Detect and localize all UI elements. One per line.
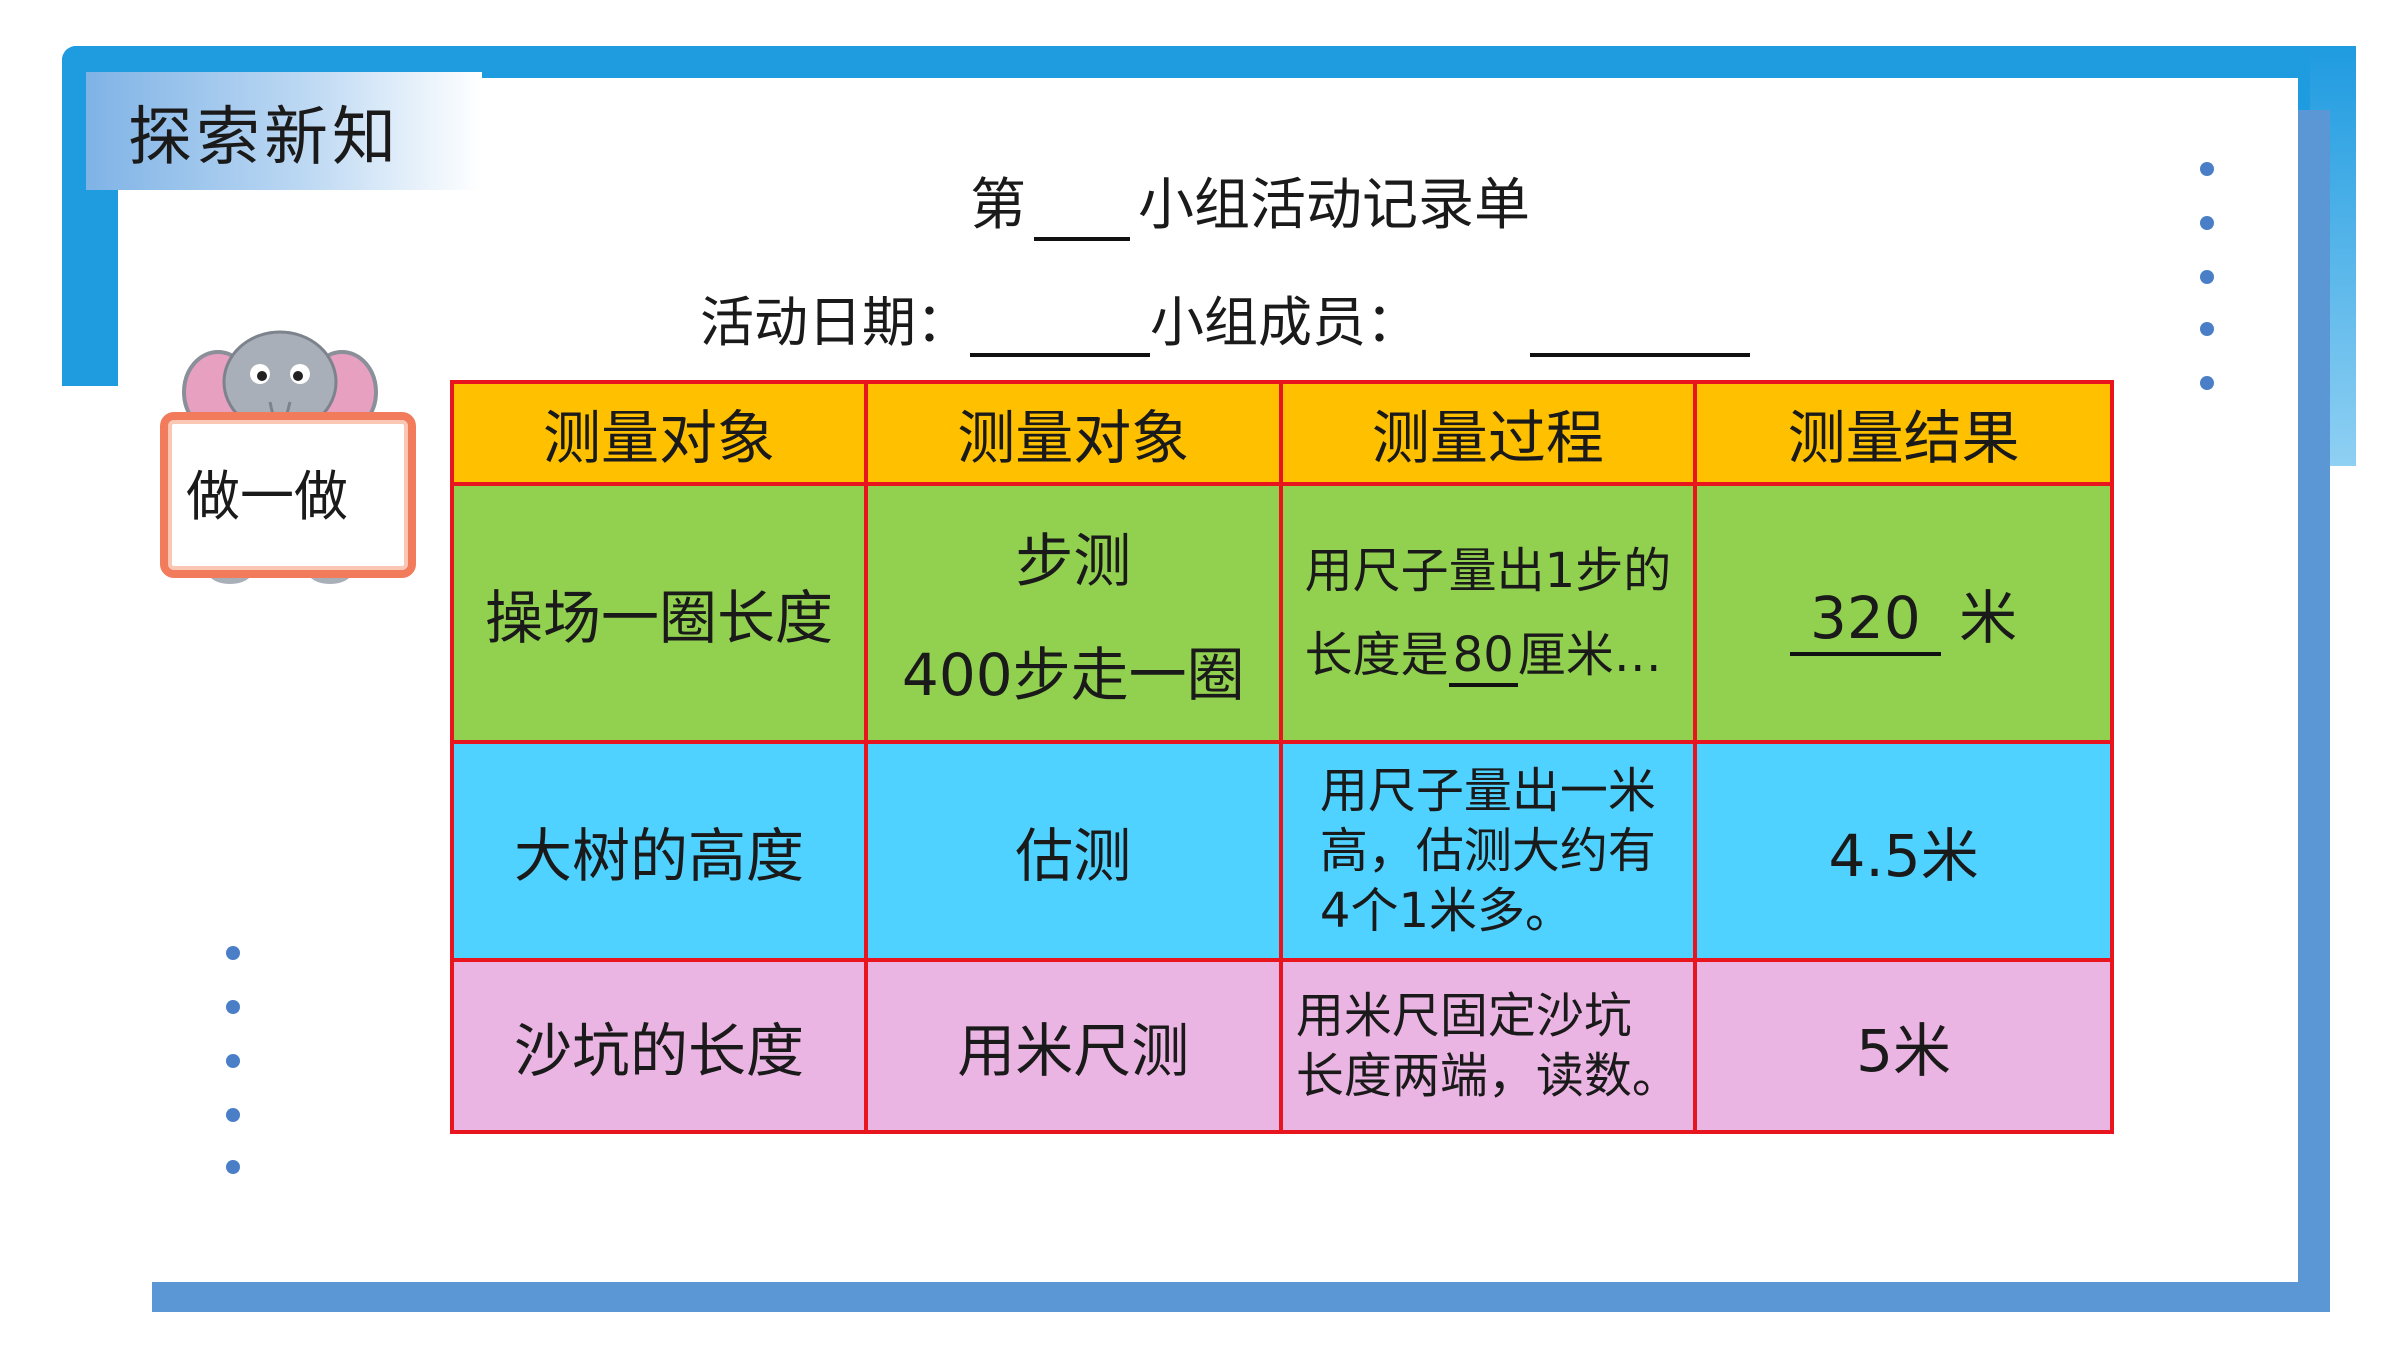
decor-dot: [226, 1160, 240, 1174]
decor-dot: [2200, 322, 2214, 336]
process-line: 用米尺固定沙坑: [1295, 988, 1632, 1044]
process-text: 用尺子量出一米 高，估测大约有 4个1米多。: [1320, 761, 1656, 941]
do-it-badge-label: 做一做: [186, 465, 348, 528]
header-cell: 测量过程: [1278, 380, 1698, 486]
do-it-badge: [160, 412, 416, 578]
object-cell: 沙坑的长度: [450, 958, 868, 1134]
process-line: 用尺子量出1步的: [1304, 543, 1672, 599]
members-blank: [1530, 303, 1750, 357]
sheet-title: 第 小组活动记录单: [970, 160, 1530, 241]
method-cell: 用米尺测: [863, 958, 1283, 1134]
result-cell: 5米: [1693, 958, 2114, 1134]
record-table: 测量对象 测量对象 测量过程 测量结果 操场一圈长度 步测 400步走一圈 用尺…: [450, 380, 2114, 1134]
process-text: 用尺子量出1步的 长度是80厘米…: [1304, 541, 1672, 687]
object-cell: 大树的高度: [450, 740, 868, 962]
header-cell: 测量结果: [1693, 380, 2114, 486]
method-cell: 估测: [863, 740, 1283, 962]
sheet-title-prefix: 第: [970, 173, 1026, 238]
decor-dot: [2200, 270, 2214, 284]
frame-shadow-bottom: [152, 1282, 2330, 1312]
table-row: 沙坑的长度 用米尺测 用米尺固定沙坑 长度两端，读数。 5米: [450, 958, 2114, 1134]
process-line: 4个1米多。: [1319, 883, 1574, 939]
header-cell: 测量对象: [863, 380, 1283, 486]
result-value: 320: [1790, 584, 1941, 656]
sheet-meta: 活动日期： 小组成员：: [700, 278, 1750, 357]
object-cell: 操场一圈长度: [450, 482, 868, 744]
result-unit: 米: [1959, 584, 2018, 652]
method-line: 400步走一圈: [901, 641, 1245, 709]
result-cell: 4.5米: [1693, 740, 2114, 962]
process-text-part: 长度是: [1304, 627, 1449, 683]
decor-dot: [2200, 216, 2214, 230]
table-row: 大树的高度 估测 用尺子量出一米 高，估测大约有 4个1米多。 4.5米: [450, 740, 2114, 962]
frame-shadow-right: [2298, 110, 2330, 1310]
method-cell: 步测 400步走一圈: [863, 482, 1283, 744]
process-cell: 用米尺固定沙坑 长度两端，读数。: [1278, 958, 1698, 1134]
sheet-title-suffix: 小组活动记录单: [1138, 173, 1530, 238]
process-cell: 用尺子量出一米 高，估测大约有 4个1米多。: [1278, 740, 1698, 962]
date-label: 活动日期：: [700, 291, 970, 354]
date-blank: [970, 303, 1150, 357]
process-line: 用尺子量出一米: [1319, 763, 1656, 819]
members-label: 小组成员：: [1150, 291, 1420, 354]
decor-dot: [226, 1108, 240, 1122]
decor-dot: [226, 1000, 240, 1014]
result-cell: 320 米: [1693, 482, 2114, 744]
section-title: 探索新知: [128, 101, 400, 175]
process-line: 高，估测大约有: [1319, 823, 1656, 879]
decor-dot: [226, 946, 240, 960]
section-title-tab: [86, 72, 482, 190]
decor-dot: [2200, 162, 2214, 176]
decor-dot: [2200, 376, 2214, 390]
group-number-blank: [1034, 187, 1130, 241]
process-text-part: 厘米…: [1517, 627, 1662, 683]
step-length-value: 80: [1448, 627, 1518, 687]
method-line: 步测: [1015, 527, 1132, 595]
process-line: 长度是80厘米…: [1304, 625, 1672, 687]
process-cell: 用尺子量出1步的 长度是80厘米…: [1278, 482, 1698, 744]
table-row: 操场一圈长度 步测 400步走一圈 用尺子量出1步的 长度是80厘米… 320 …: [450, 482, 2114, 744]
process-line: 长度两端，读数。: [1295, 1048, 1680, 1104]
process-text: 用米尺固定沙坑 长度两端，读数。: [1296, 986, 1680, 1106]
table-header-row: 测量对象 测量对象 测量过程 测量结果: [450, 380, 2114, 486]
decor-dot: [226, 1054, 240, 1068]
header-cell: 测量对象: [450, 380, 868, 486]
